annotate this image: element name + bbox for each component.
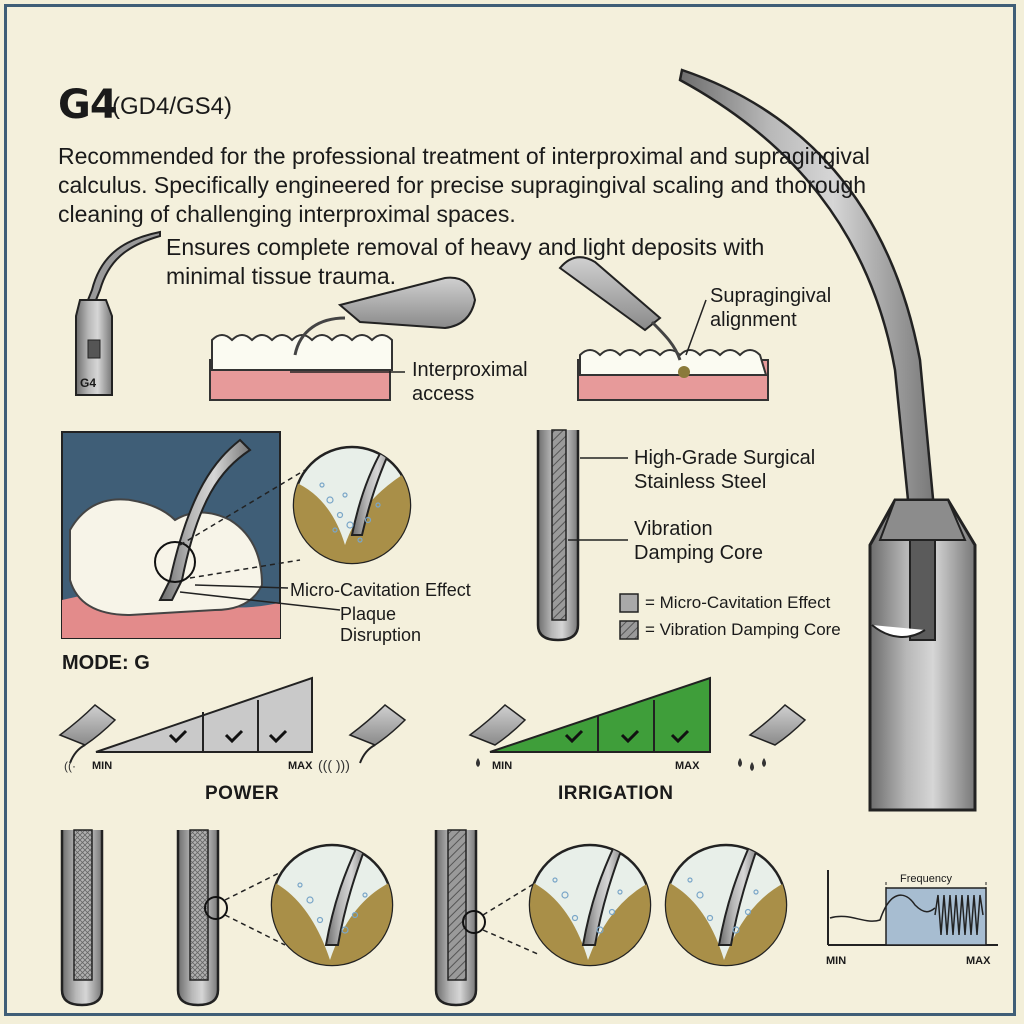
label-damping-line2: Damping Core [634,542,763,564]
power-min-label: MIN [92,760,113,772]
label-supragingival-line2: alignment [710,309,797,331]
bottom-magnified-view-3 [664,843,788,967]
bottom-magnified-view-2 [528,843,652,967]
vibration-low-icon: ((· [64,759,76,773]
handpiece-icon-irrigation-min [468,704,527,746]
bottom-probe-3 [434,829,541,1007]
magnified-cavitation-view [292,445,412,565]
power-bar: ((· ((( ))) [58,676,407,773]
label-supragingival-line1: Supragingival [710,285,832,307]
legend-swatch-cavitation [619,593,639,613]
multiple-drops-icon [738,758,766,771]
large-scaler-tip [678,68,977,812]
label-steel-line2: Stainless Steel [634,471,767,493]
handpiece-icon-max [348,704,407,746]
frequency-min-label: MIN [826,955,847,967]
legend-label-cavitation: = Micro-Cavitation Effect [645,593,831,612]
label-plaque-line1: Plaque [340,604,397,624]
mode-label: MODE: G [62,652,150,674]
bottom-magnified-view-1 [270,843,394,967]
supragingival-diagram [558,256,769,401]
product-variants: (GD4/GS4) [112,93,233,120]
label-interproximal-line2: access [412,383,475,405]
handpiece-icon-irrigation-max [748,704,807,746]
handpiece-icon-min [58,704,117,746]
legend-swatch-damping [619,620,639,640]
label-plaque-line2: Disruption [340,625,422,645]
frequency-max-label: MAX [966,955,991,967]
legend-label-damping: = Vibration Damping Core [645,620,841,639]
cross-section-probe [536,429,628,642]
bottom-probe-2 [176,829,286,1007]
label-interproximal-line1: Interproximal [412,359,528,381]
tip-engraving: G4 [80,376,97,390]
label-steel-line1: High-Grade Surgical [634,447,816,469]
frequency-graph [827,870,998,946]
label-micro-cavitation: Micro-Cavitation Effect [290,580,471,600]
irrigation-max-label: MAX [675,760,700,772]
label-damping-line1: Vibration [634,518,713,540]
description-main: Recommended for the professional treatme… [58,143,870,227]
frequency-label: Frequency [900,873,952,885]
tooth-panel [61,431,341,639]
irrigation-min-label: MIN [492,760,513,772]
power-max-label: MAX [288,760,313,772]
irrigation-bar [468,676,807,771]
single-drop-icon [476,758,480,767]
irrigation-title: IRRIGATION [558,783,674,804]
small-tip-icon [75,230,161,396]
description-secondary: Ensures complete removal of heavy and li… [166,234,765,289]
interproximal-diagram [209,276,477,401]
vibration-high-icon: ((( ))) [318,757,350,773]
power-title: POWER [205,783,280,804]
bottom-probe-1 [60,829,104,1007]
product-model: G4 [58,82,118,128]
